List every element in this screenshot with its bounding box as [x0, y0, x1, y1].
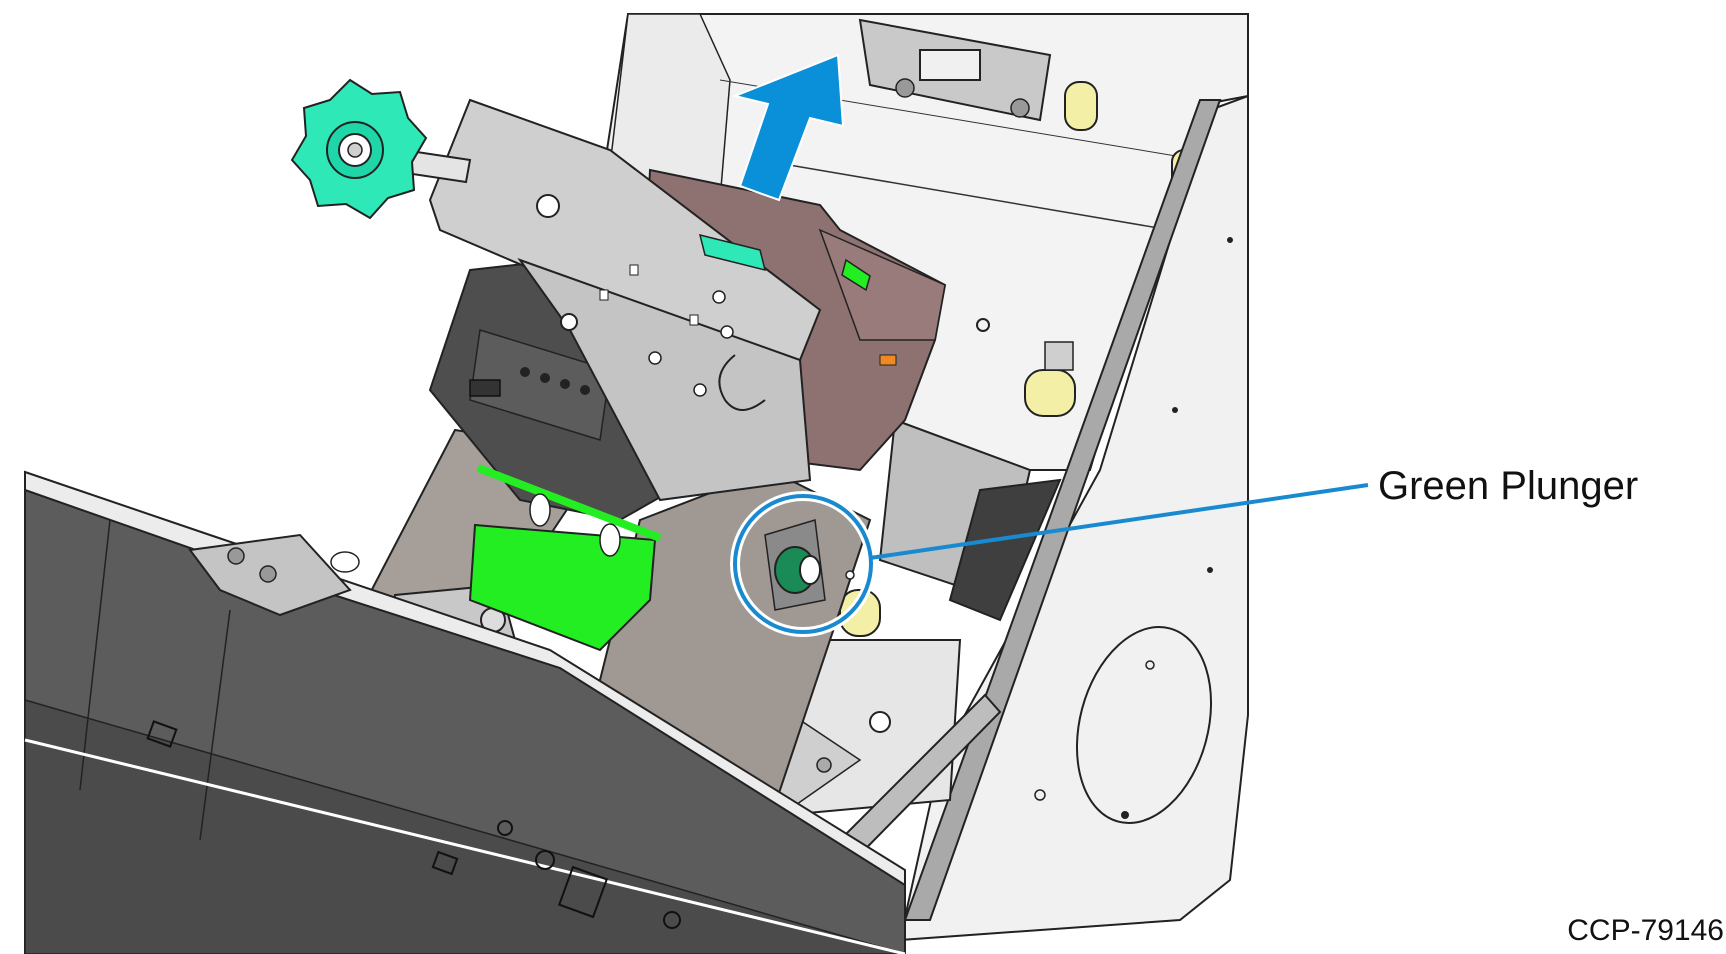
printer-frame-plate — [428, 98, 822, 502]
lift-arrow-icon — [731, 53, 845, 202]
figure-id: CCP-79146 — [1567, 914, 1724, 947]
callout-label: Green Plunger — [1378, 464, 1639, 508]
hinge-bracket — [188, 533, 360, 617]
top-bracket-plate — [858, 18, 1052, 122]
green-plunger — [764, 519, 855, 611]
callout-circle — [730, 491, 876, 637]
callout-leader-line — [869, 483, 1369, 560]
spindle-knob — [290, 78, 428, 220]
green-paper-chute — [468, 464, 662, 652]
rear-frame-bracket — [878, 418, 1062, 622]
